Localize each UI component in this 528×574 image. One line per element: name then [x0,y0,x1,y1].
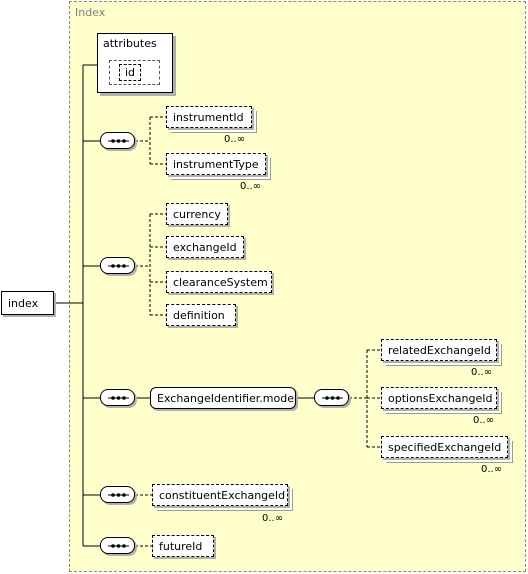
attributes-box[interactable]: attributes id [97,33,173,93]
cardinality-label: 0..∞ [473,415,495,426]
element-label: specifiedExchangeId [388,440,502,454]
element-clearanceSystem[interactable]: clearanceSystem [166,271,272,293]
sequence-compositor-5[interactable] [100,537,135,554]
root-label: index [8,296,39,310]
element-label: relatedExchangeId [388,343,491,357]
element-optionsExchangeId[interactable]: optionsExchangeId [381,387,497,409]
root-element-index[interactable]: index [1,291,54,315]
sequence-compositor-model[interactable] [314,389,349,406]
attributes-group: id [109,60,160,85]
element-label: currency [173,207,221,221]
sequence-compositor-3[interactable] [100,389,135,406]
sequence-compositor-1[interactable] [100,132,135,149]
sequence-compositor-4[interactable] [100,486,135,503]
attribute-id[interactable]: id [119,64,142,81]
element-instrumentType[interactable]: instrumentType [166,153,266,175]
element-constituentExchangeId[interactable]: constituentExchangeId [152,484,288,506]
element-label: exchangeId [173,240,237,254]
element-relatedExchangeId[interactable]: relatedExchangeId [381,339,497,361]
cardinality-label: 0..∞ [224,134,246,145]
element-currency[interactable]: currency [166,203,228,225]
element-definition[interactable]: definition [166,304,236,326]
element-label: constituentExchangeId [159,488,286,502]
cardinality-label: 0..∞ [471,367,493,378]
element-specifiedExchangeId[interactable]: specifiedExchangeId [381,436,508,458]
cardinality-label: 0..∞ [240,181,262,192]
group-ref-label: ExchangeIdentifier.model [157,391,298,405]
group-container [69,1,526,572]
element-futureId[interactable]: futureId [152,535,214,557]
element-label: definition [173,308,225,322]
cardinality-label: 0..∞ [262,513,284,524]
cardinality-label: 0..∞ [481,464,503,475]
sequence-compositor-2[interactable] [100,257,135,274]
element-label: clearanceSystem [173,275,268,289]
attributes-title: attributes [103,37,157,50]
group-title: Index [75,6,106,19]
element-exchangeId[interactable]: exchangeId [166,236,244,258]
group-ref-exchange-identifier-model[interactable]: ExchangeIdentifier.model [150,387,298,409]
element-label: optionsExchangeId [388,391,493,405]
element-instrumentId[interactable]: instrumentId [166,106,252,128]
element-label: instrumentType [173,157,259,171]
element-label: futureId [159,539,203,553]
element-label: instrumentId [173,110,244,124]
